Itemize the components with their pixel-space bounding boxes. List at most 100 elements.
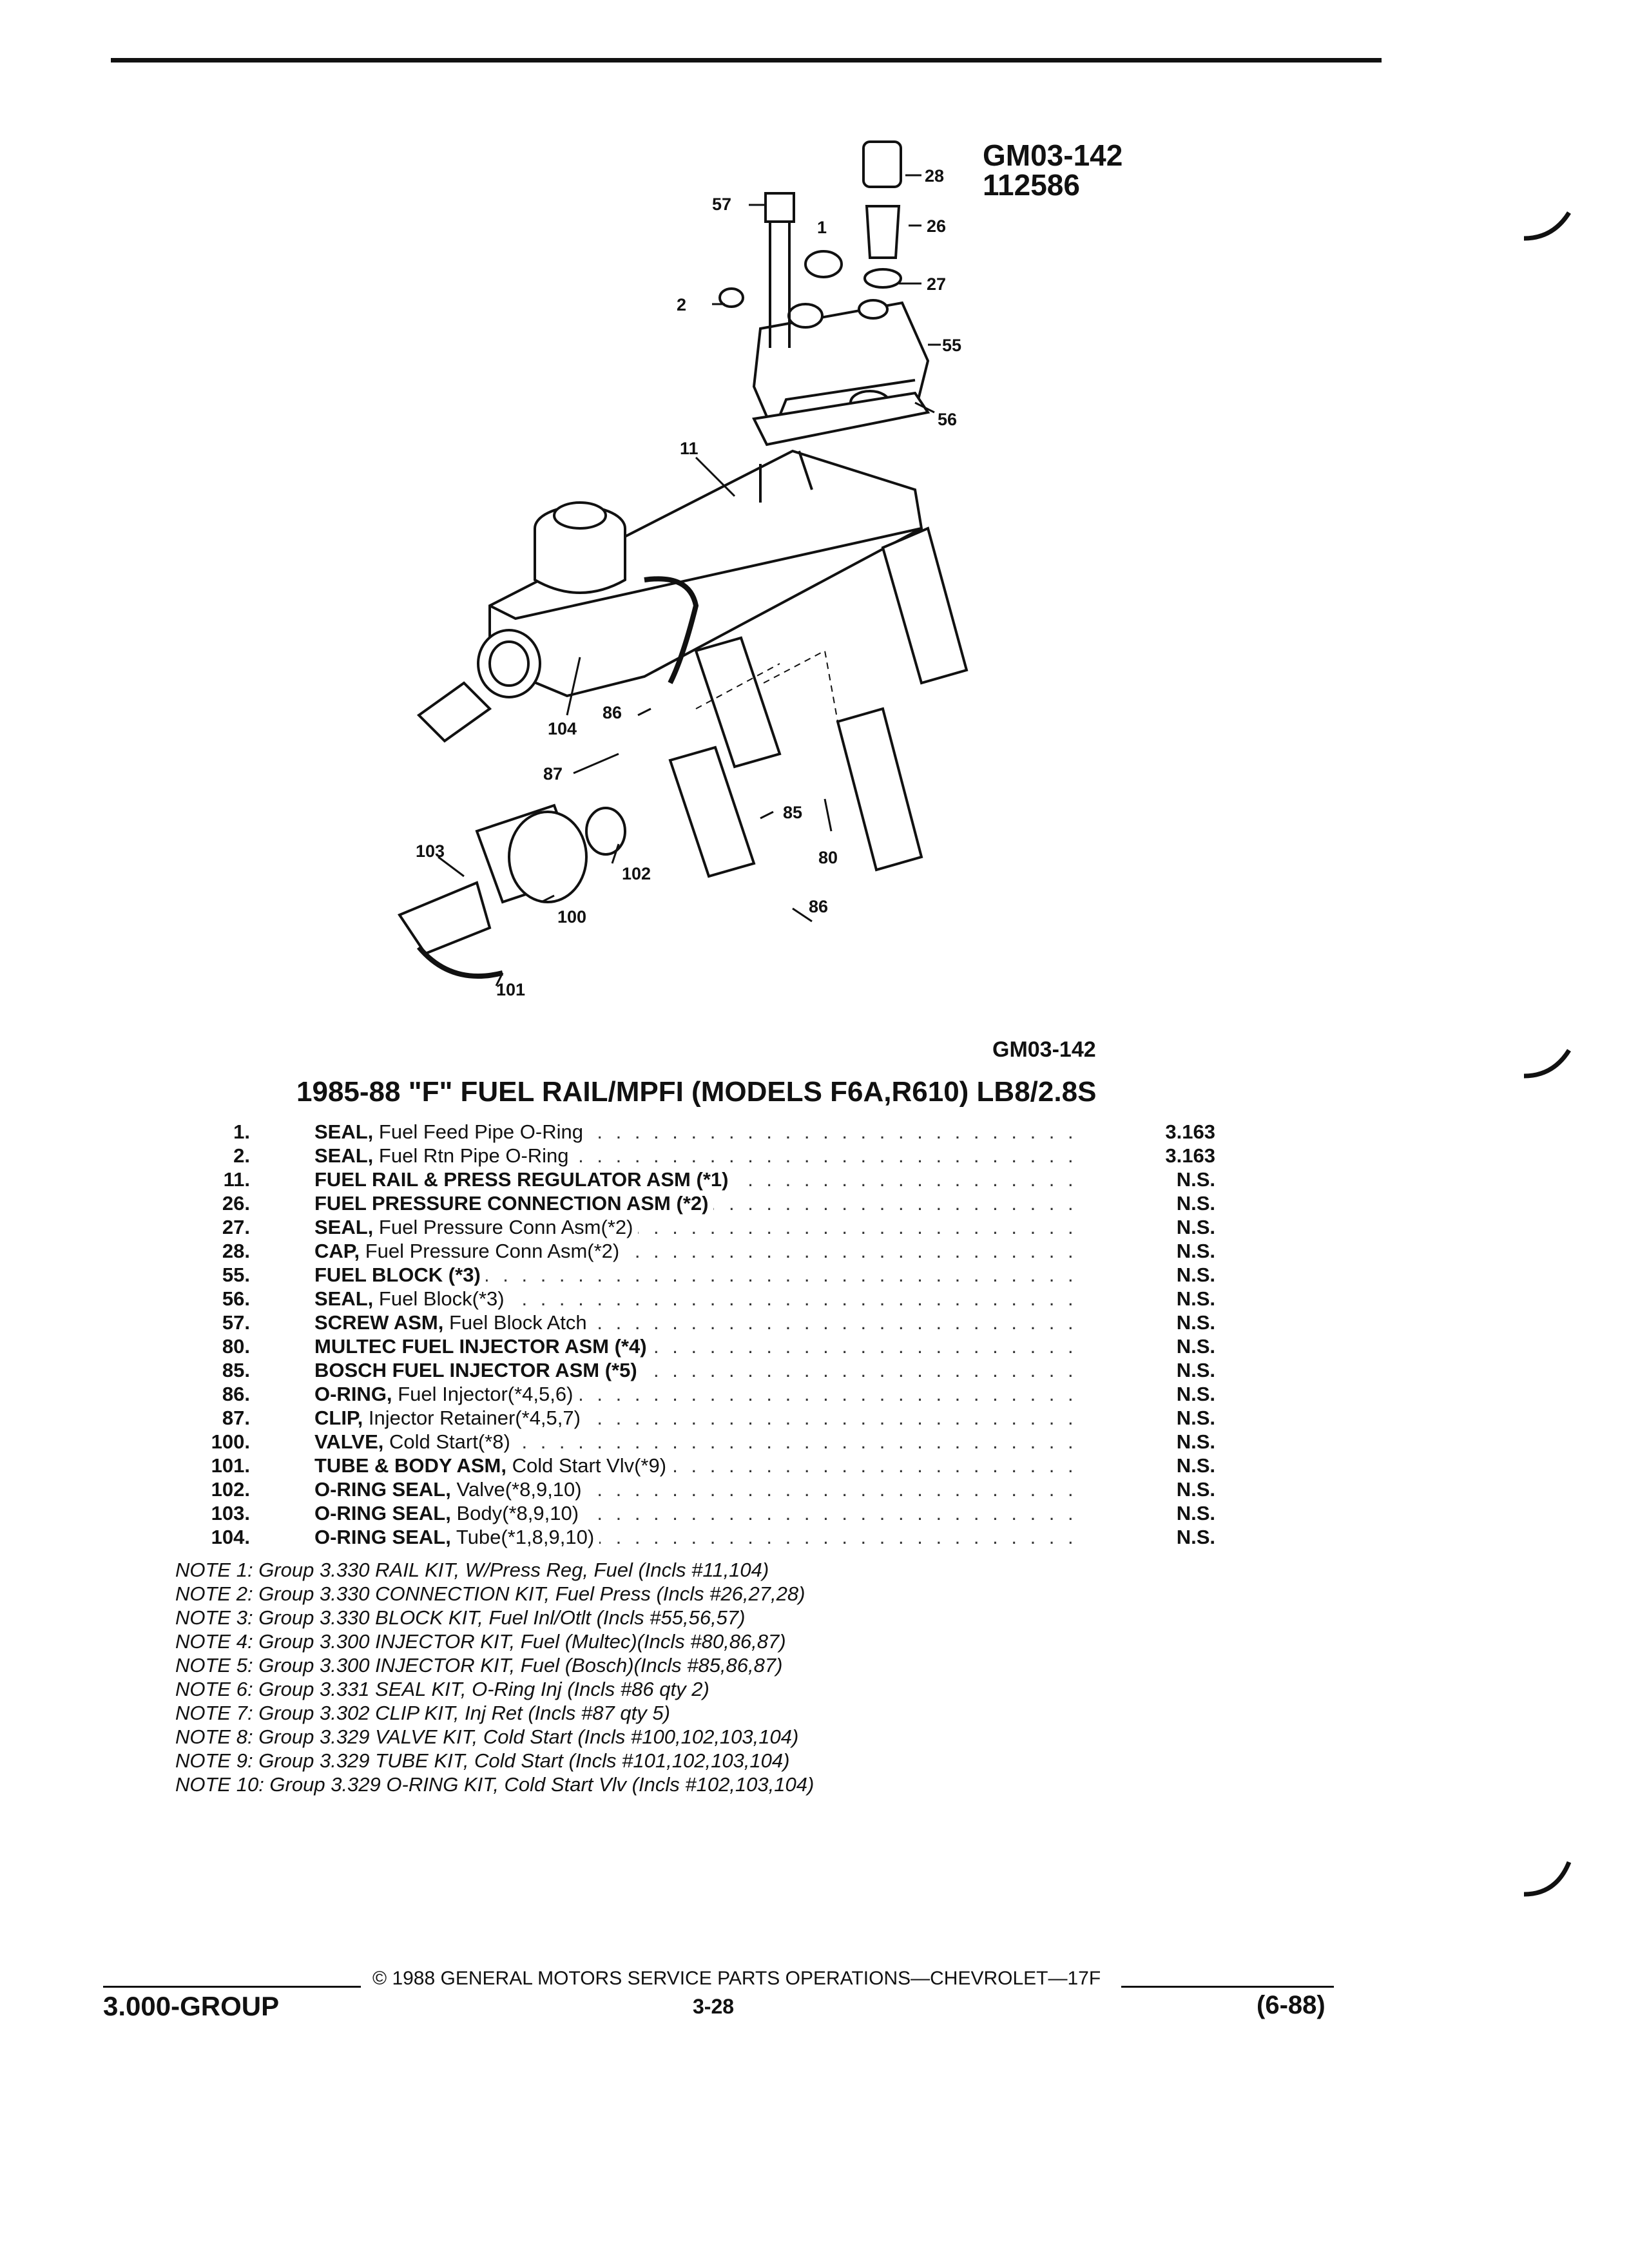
part-number: 1. <box>233 1120 250 1143</box>
parts-row: 11.. . . . . . . . . . . . . . . . . . .… <box>0 1168 1629 1191</box>
page-title: 1985-88 "F" FUEL RAIL/MPFI (MODELS F6A,R… <box>296 1076 1097 1108</box>
footer-date: (6-88) <box>1257 1991 1325 2019</box>
part-number: 27. <box>222 1216 250 1238</box>
part-number: 11. <box>223 1168 250 1191</box>
part-group: N.S. <box>1171 1334 1215 1358</box>
parts-row: 102.. . . . . . . . . . . . . . . . . . … <box>0 1477 1629 1501</box>
part-number: 85. <box>222 1359 250 1381</box>
parts-row: 80.. . . . . . . . . . . . . . . . . . .… <box>0 1334 1629 1358</box>
part-description: SEAL, Fuel Block(*3) <box>314 1287 510 1311</box>
parts-row: 101.. . . . . . . . . . . . . . . . . . … <box>0 1454 1629 1477</box>
part-description: BOSCH FUEL INJECTOR ASM (*5) <box>314 1358 642 1382</box>
part-detail: Fuel Feed Pipe O-Ring <box>378 1120 583 1143</box>
callout-55: 55 <box>942 336 961 355</box>
part-description: CLIP, Injector Retainer(*4,5,7) <box>314 1406 586 1430</box>
part-group: N.S. <box>1171 1406 1215 1430</box>
part-group: 3.163 <box>1160 1120 1215 1144</box>
part-number: 2. <box>233 1144 250 1167</box>
parts-row: 104.. . . . . . . . . . . . . . . . . . … <box>0 1525 1629 1549</box>
part-description: FUEL BLOCK (*3) <box>314 1263 486 1287</box>
part-number: 104. <box>211 1526 250 1548</box>
parts-row: 26.. . . . . . . . . . . . . . . . . . .… <box>0 1191 1629 1215</box>
part-number: 86. <box>222 1383 250 1405</box>
callout-104: 104 <box>548 719 577 738</box>
callout-100: 100 <box>557 907 586 927</box>
footer-rule-right <box>1121 1986 1334 1988</box>
callout-101: 101 <box>496 980 525 999</box>
part-group: N.S. <box>1171 1501 1215 1525</box>
part-name: TUBE & BODY ASM, <box>314 1454 506 1477</box>
figure-code: GM03-142 <box>983 139 1123 172</box>
part-group: N.S. <box>1171 1382 1215 1406</box>
parts-row: 100.. . . . . . . . . . . . . . . . . . … <box>0 1430 1629 1454</box>
part-description: SEAL, Fuel Rtn Pipe O-Ring <box>314 1144 574 1168</box>
part-name: FUEL RAIL & PRESS REGULATOR ASM (*1) <box>314 1168 729 1191</box>
callout-87: 87 <box>543 764 563 783</box>
part-group: N.S. <box>1171 1311 1215 1334</box>
part-group: N.S. <box>1171 1430 1215 1454</box>
part-group: N.S. <box>1171 1287 1215 1311</box>
part-number: 80. <box>222 1335 250 1358</box>
callout-86-upper: 86 <box>602 703 622 722</box>
notes-list: NOTE 1: Group 3.330 RAIL KIT, W/Press Re… <box>175 1558 814 1796</box>
footer-page-number: 3-28 <box>693 1995 735 2018</box>
part-description: CAP, Fuel Pressure Conn Asm(*2) <box>314 1239 625 1263</box>
note-line: NOTE 6: Group 3.331 SEAL KIT, O-Ring Inj… <box>175 1678 709 1700</box>
footer-group: 3.000-GROUP <box>103 1991 280 2021</box>
part-group: N.S. <box>1171 1525 1215 1549</box>
parts-row: 85.. . . . . . . . . . . . . . . . . . .… <box>0 1358 1629 1382</box>
part-description: FUEL RAIL & PRESS REGULATOR ASM (*1) <box>314 1168 734 1191</box>
part-description: SCREW ASM, Fuel Block Atch <box>314 1311 592 1334</box>
binder-mark <box>1523 1861 1572 1897</box>
exploded-parts-diagram: 57 1 28 26 27 2 55 56 11 104 86 87 85 80… <box>397 140 969 999</box>
part-name: VALVE, <box>314 1430 384 1453</box>
parts-row: 28.. . . . . . . . . . . . . . . . . . .… <box>0 1239 1629 1263</box>
part-name: O-RING SEAL, <box>314 1526 451 1548</box>
part-group: N.S. <box>1171 1454 1215 1477</box>
part-group: N.S. <box>1171 1191 1215 1215</box>
part-number: 101. <box>211 1454 250 1477</box>
part-detail: Injector Retainer(*4,5,7) <box>368 1407 581 1429</box>
callout-1: 1 <box>817 218 827 237</box>
figure-caption-code: GM03-142 <box>992 1037 1096 1062</box>
parts-row: 27.. . . . . . . . . . . . . . . . . . .… <box>0 1215 1629 1239</box>
part-name: SEAL, <box>314 1216 374 1238</box>
note-line: NOTE 5: Group 3.300 INJECTOR KIT, Fuel (… <box>175 1654 783 1677</box>
callout-57: 57 <box>712 195 731 214</box>
part-number: 56. <box>222 1287 250 1310</box>
part-name: O-RING SEAL, <box>314 1478 451 1501</box>
part-detail: Fuel Pressure Conn Asm(*2) <box>365 1240 620 1262</box>
part-detail: Fuel Injector(*4,5,6) <box>398 1383 574 1405</box>
callout-103: 103 <box>416 841 445 861</box>
note-line: NOTE 1: Group 3.330 RAIL KIT, W/Press Re… <box>175 1559 769 1581</box>
parts-row: 86.. . . . . . . . . . . . . . . . . . .… <box>0 1382 1629 1406</box>
part-description: SEAL, Fuel Feed Pipe O-Ring <box>314 1120 588 1144</box>
callout-80: 80 <box>818 848 838 867</box>
part-number: 55. <box>222 1264 250 1286</box>
callout-85: 85 <box>783 803 802 822</box>
part-detail: Body(*8,9,10) <box>456 1502 579 1524</box>
parts-row: 1.. . . . . . . . . . . . . . . . . . . … <box>0 1120 1629 1144</box>
part-number: 103. <box>211 1502 250 1524</box>
figure-number: 112586 <box>983 168 1080 202</box>
callout-2: 2 <box>677 295 686 314</box>
parts-row: 56.. . . . . . . . . . . . . . . . . . .… <box>0 1287 1629 1311</box>
part-name: CLIP, <box>314 1407 363 1429</box>
part-name: SEAL, <box>314 1144 374 1167</box>
part-detail: Fuel Block(*3) <box>378 1287 505 1310</box>
part-detail: Tube(*1,8,9,10) <box>456 1526 595 1548</box>
note-line: NOTE 8: Group 3.329 VALVE KIT, Cold Star… <box>175 1725 799 1748</box>
part-description: O-RING SEAL, Valve(*8,9,10) <box>314 1477 587 1501</box>
part-detail: Cold Start Vlv(*9) <box>512 1454 667 1477</box>
callout-11: 11 <box>680 439 699 458</box>
part-detail: Fuel Pressure Conn Asm(*2) <box>378 1216 633 1238</box>
part-description: O-RING, Fuel Injector(*4,5,6) <box>314 1382 579 1406</box>
callout-86-lower: 86 <box>809 897 828 916</box>
part-number: 28. <box>222 1240 250 1262</box>
part-description: FUEL PRESSURE CONNECTION ASM (*2) <box>314 1191 714 1215</box>
part-group: N.S. <box>1171 1477 1215 1501</box>
part-detail: Fuel Rtn Pipe O-Ring <box>378 1144 569 1167</box>
part-detail: Valve(*8,9,10) <box>456 1478 582 1501</box>
part-number: 102. <box>211 1478 250 1501</box>
part-description: O-RING SEAL, Body(*8,9,10) <box>314 1501 584 1525</box>
